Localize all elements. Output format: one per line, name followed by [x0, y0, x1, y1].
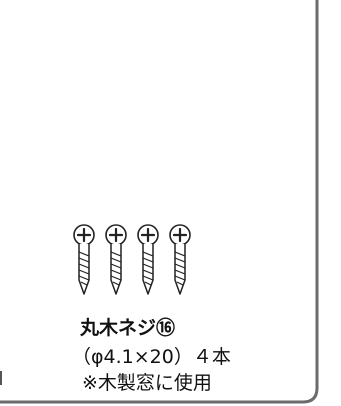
screw-icon [168, 223, 192, 296]
screw-icon [104, 223, 128, 296]
screws-illustration [72, 223, 192, 296]
screw-icon [136, 223, 160, 296]
part-name: 丸木ネジ⑯ [80, 317, 176, 339]
screw-icon [72, 223, 96, 296]
part-size-quantity: （φ4.1×20）４本 [72, 346, 231, 368]
panel-divider-tick [0, 371, 2, 385]
part-usage-note: ※木製窓に使用 [82, 372, 212, 394]
